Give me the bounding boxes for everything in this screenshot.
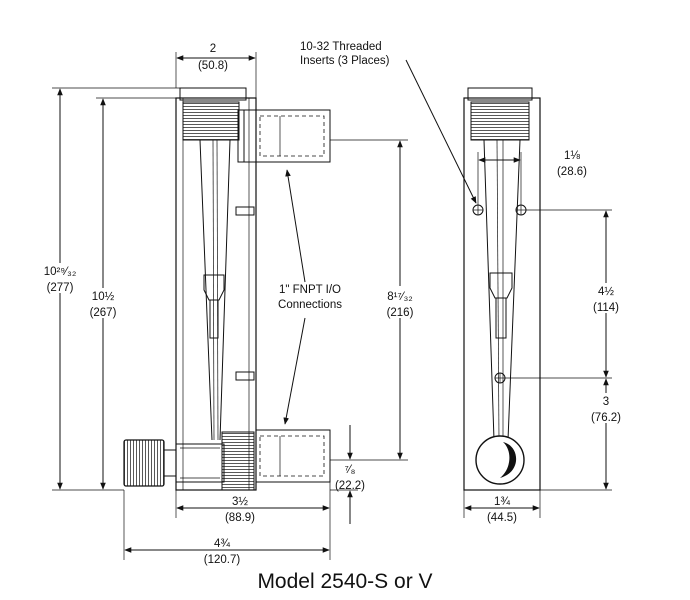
stud-upper bbox=[235, 206, 255, 216]
side-float bbox=[489, 272, 513, 299]
dim-bottom-width-mm: (88.9) bbox=[225, 512, 255, 524]
dim-overall-height-mm: (277) bbox=[47, 282, 74, 294]
valve-knob[interactable] bbox=[123, 439, 165, 487]
dim-insert-bottom-mm: (76.2) bbox=[591, 412, 621, 424]
tapered-tube bbox=[199, 139, 231, 441]
front-dimensions: 2 (50.8) 10²⁹⁄₃₂ (277) 10½ (267) 8¹⁷⁄₃₂ … bbox=[28, 43, 430, 566]
inserts-note-line2: Inserts (3 Places) bbox=[300, 55, 390, 67]
fnpt-note-line1: 1" FNPT I/O bbox=[279, 284, 341, 296]
model-title: Model 2540-S or V bbox=[257, 570, 432, 593]
side-body bbox=[463, 97, 541, 491]
dim-bottom-width-in: 3½ bbox=[232, 496, 248, 508]
dim-top-width-in: 2 bbox=[210, 43, 216, 55]
dim-port-offset-in: ⁷⁄₈ bbox=[345, 464, 356, 476]
lower-port-collar bbox=[221, 431, 255, 491]
dim-body-height-mm: (267) bbox=[90, 307, 117, 319]
side-top-thread bbox=[470, 101, 530, 141]
stud-lower bbox=[235, 371, 255, 381]
dim-overall-height-in: 10²⁹⁄₃₂ bbox=[44, 266, 77, 278]
fnpt-note-line2: Connections bbox=[278, 299, 342, 311]
dim-side-width-in: 1¾ bbox=[494, 496, 510, 508]
dim-overall-width-mm: (120.7) bbox=[204, 554, 241, 566]
fnpt-callout: 1" FNPT I/O Connections bbox=[278, 169, 342, 425]
inserts-note-line1: 10-32 Threaded bbox=[300, 41, 382, 53]
side-valve-knob[interactable] bbox=[475, 435, 525, 485]
dim-body-height-in: 10½ bbox=[92, 291, 115, 303]
side-tube bbox=[483, 139, 521, 441]
inserts-callout: 10-32 Threaded Inserts (3 Places) bbox=[300, 41, 477, 204]
dim-insert-bottom-in: 3 bbox=[603, 396, 609, 408]
dim-overall-width-in: 4¾ bbox=[214, 538, 230, 550]
dim-insert-vertical-in: 4½ bbox=[598, 286, 614, 298]
dim-port-spacing-mm: (216) bbox=[387, 307, 414, 319]
dim-insert-spacing-mm: (28.6) bbox=[557, 166, 587, 178]
dim-port-offset-mm: (22.2) bbox=[335, 480, 365, 492]
upper-port-collar bbox=[237, 109, 257, 163]
dim-port-spacing-in: 8¹⁷⁄₃₂ bbox=[387, 291, 412, 303]
upper-port bbox=[256, 109, 331, 163]
side-top-cap bbox=[467, 87, 533, 101]
top-cap bbox=[179, 87, 247, 101]
side-view bbox=[463, 87, 541, 491]
dim-insert-spacing-in: 1⅛ bbox=[564, 150, 580, 162]
flowmeter-body bbox=[175, 97, 257, 491]
dim-side-width-mm: (44.5) bbox=[487, 512, 517, 524]
top-thread bbox=[182, 101, 240, 141]
lower-port bbox=[256, 429, 331, 483]
side-dimensions: 1⅛ (28.6) 4½ (114) 3 (76.2) 1¾ (44.5) bbox=[463, 150, 626, 524]
float bbox=[203, 274, 225, 301]
front-view bbox=[123, 87, 331, 491]
dim-insert-vertical-mm: (114) bbox=[593, 302, 619, 314]
dim-top-width-mm: (50.8) bbox=[198, 60, 228, 72]
